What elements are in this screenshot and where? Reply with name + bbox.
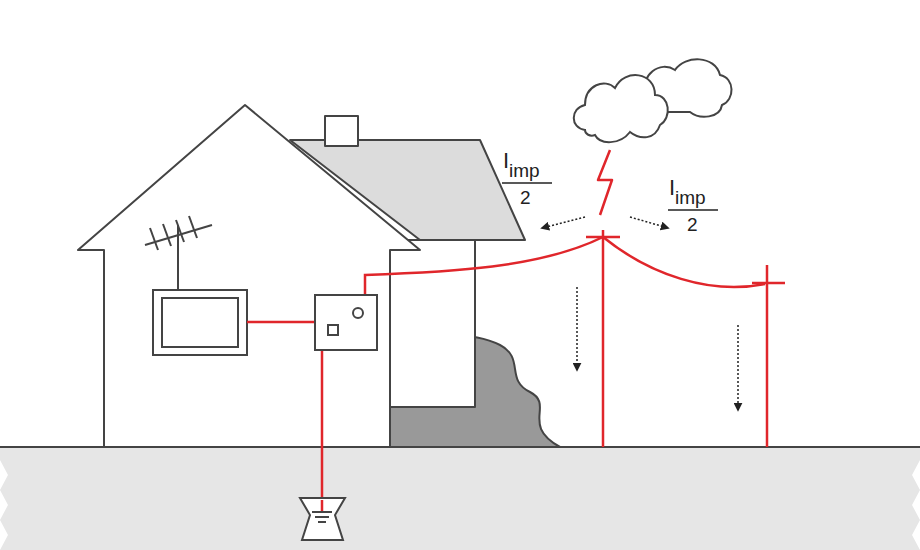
cloud (574, 59, 732, 142)
lightning-bolt (598, 150, 612, 215)
tv-set (153, 290, 247, 355)
current-arrows (542, 217, 738, 410)
divisor: 2 (520, 188, 531, 207)
current-symbol: I (669, 177, 675, 199)
ground (0, 447, 920, 550)
house (78, 105, 560, 447)
distribution-box (315, 295, 377, 350)
earth-electrode (300, 498, 345, 540)
power-line (247, 230, 785, 500)
antenna (145, 216, 212, 290)
current-symbol: I (503, 150, 509, 172)
divisor: 2 (687, 215, 698, 234)
current-subscript: imp (509, 161, 540, 180)
fraction-bar (502, 183, 718, 210)
current-subscript: imp (675, 188, 706, 207)
